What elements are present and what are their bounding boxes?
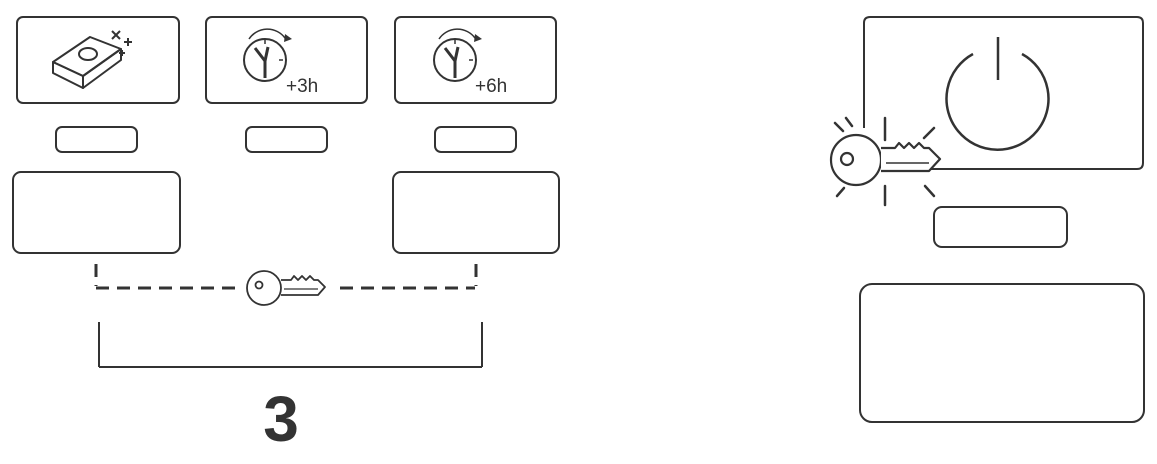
large-button-left[interactable] (12, 171, 181, 254)
delay-3h-button[interactable]: +3h (205, 16, 368, 104)
indicator-lamp-1 (55, 126, 138, 153)
key-icon (246, 270, 326, 306)
power-button[interactable] (863, 16, 1144, 170)
clock-icon (243, 28, 292, 82)
step-number: 3 (263, 383, 299, 455)
right-panel (829, 16, 1145, 423)
tablet-button[interactable] (16, 16, 180, 104)
key-glow (833, 116, 936, 207)
indicator-lamp-3 (434, 126, 517, 153)
delay-6h-button[interactable]: +6h (394, 16, 557, 104)
delay-3h-label: +3h (286, 76, 318, 97)
power-indicator-lamp (933, 206, 1068, 248)
indicator-lamp-2 (245, 126, 328, 153)
delay-6h-label: +6h (475, 76, 507, 97)
power-icon (945, 37, 1050, 151)
large-button[interactable] (859, 283, 1145, 423)
clock-icon (433, 28, 482, 82)
key-icon (829, 133, 942, 187)
lock-connector (94, 264, 478, 290)
left-panel: +3h +6h (12, 16, 560, 455)
large-button-right[interactable] (392, 171, 560, 254)
group-bracket (98, 322, 483, 368)
tablet-sparkle-icon (52, 30, 132, 89)
